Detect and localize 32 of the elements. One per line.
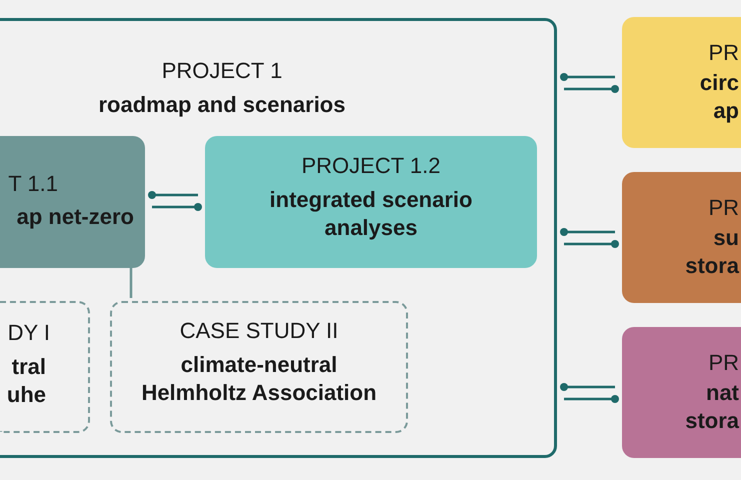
exchange-connector <box>560 73 615 81</box>
body-text: nat stora <box>684 379 739 435</box>
heading-text: CASE STUDY II <box>178 317 340 345</box>
heading-text: PR <box>707 349 739 377</box>
project-frame <box>0 18 557 458</box>
exchange-connector <box>148 191 198 199</box>
body-text: su stora <box>684 224 739 280</box>
case-study-box <box>110 301 408 433</box>
exchange-connector <box>564 240 619 248</box>
project-box <box>622 172 741 303</box>
body-text: circ ap <box>698 69 739 125</box>
exchange-connector <box>152 203 202 211</box>
heading-text: PROJECT 1 <box>160 57 284 85</box>
project-box <box>622 17 741 148</box>
heading-text: PROJECT 1.2 <box>300 152 442 180</box>
heading-text: PR <box>707 39 739 67</box>
exchange-connector <box>564 395 619 403</box>
project-box <box>0 136 145 268</box>
body-text: ap net-zero <box>16 203 134 231</box>
body-text: integrated scenario analyses <box>268 186 474 242</box>
exchange-connector <box>560 383 615 391</box>
body-text: tral uhe <box>6 353 46 409</box>
exchange-connector <box>560 228 615 236</box>
project-box <box>205 136 537 268</box>
body-text: climate-neutral Helmholtz Association <box>140 351 378 407</box>
heading-text: DY I <box>6 319 50 347</box>
project-box <box>622 327 741 458</box>
body-text: roadmap and scenarios <box>98 91 346 119</box>
heading-text: T 1.1 <box>7 170 58 198</box>
heading-text: PR <box>707 194 739 222</box>
exchange-connector <box>564 85 619 93</box>
case-study-box <box>0 301 90 433</box>
